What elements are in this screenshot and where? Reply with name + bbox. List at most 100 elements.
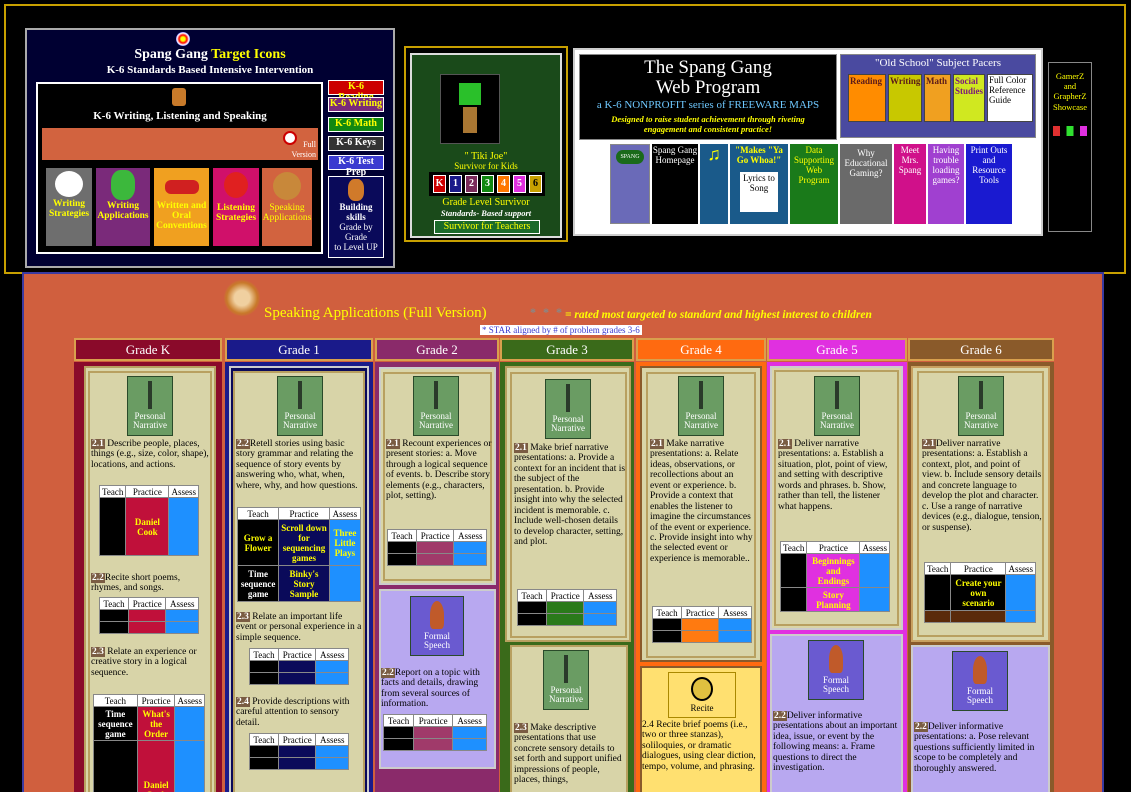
practice-cell[interactable]	[278, 660, 317, 673]
printouts-tile[interactable]: Print Outs and Resource Tools	[966, 144, 1012, 224]
grade-4-button[interactable]: 4	[497, 175, 510, 193]
reading-pacer[interactable]: Reading	[848, 74, 886, 122]
full-version-bar[interactable]	[42, 128, 318, 160]
teach-cell[interactable]	[651, 630, 683, 643]
homepage-tile[interactable]: Spang Gang Homepage	[652, 144, 698, 224]
teach-cell[interactable]	[923, 610, 952, 623]
personal-narrative-icon[interactable]: Personal Narrative	[277, 376, 323, 436]
teach-cell[interactable]	[779, 553, 808, 588]
practice-cell[interactable]	[128, 609, 167, 622]
grade-3-header[interactable]: Grade 3	[500, 338, 634, 361]
k6-test-prep-button[interactable]: K-6 Test Prep	[328, 155, 384, 178]
practice-cell[interactable]	[546, 601, 585, 614]
practice-cell[interactable]	[416, 553, 455, 566]
assess-cell[interactable]	[452, 726, 487, 739]
sequencing-games[interactable]: Scroll down for sequencing games	[278, 519, 330, 566]
create-scenario-game[interactable]: Create your own scenario	[950, 574, 1007, 611]
personal-narrative-icon[interactable]: Personal Narrative	[545, 379, 591, 439]
assess-cell[interactable]	[452, 738, 487, 751]
teach-cell[interactable]	[386, 553, 418, 566]
time-sequence-game[interactable]: Time sequence game	[236, 565, 280, 602]
practice-cell[interactable]	[128, 621, 167, 634]
assess-cell[interactable]	[315, 672, 349, 685]
assess-cell[interactable]	[315, 745, 349, 758]
teach-cell[interactable]	[651, 618, 683, 631]
grade-4-header[interactable]: Grade 4	[636, 338, 766, 361]
writing-applications-icon[interactable]: Writing Applications	[96, 168, 150, 246]
writing-strategies-icon[interactable]: Writing Strategies	[46, 168, 92, 246]
grade-3-button[interactable]: 3	[481, 175, 494, 193]
assess-cell[interactable]	[174, 706, 205, 741]
social-studies-pacer[interactable]: Social Studies	[953, 74, 985, 122]
teach-cell[interactable]	[516, 613, 548, 626]
practice-cell[interactable]	[681, 630, 720, 643]
grade-5-header[interactable]: Grade 5	[767, 338, 907, 361]
teach-cell[interactable]	[98, 621, 130, 634]
assess-cell[interactable]	[165, 621, 199, 634]
teach-cell[interactable]	[98, 497, 127, 556]
assess-cell[interactable]	[315, 757, 349, 770]
teach-cell[interactable]	[248, 757, 280, 770]
gamerz-box[interactable]: GamerZ and GrapherZ Showcase	[1048, 62, 1092, 232]
practice-cell[interactable]	[413, 738, 454, 751]
personal-narrative-icon[interactable]: Personal Narrative	[958, 376, 1004, 436]
song-tile[interactable]: "Makes "Ya Go Whoa!" Lyrics to Song	[730, 144, 788, 224]
personal-narrative-icon[interactable]: Personal Narrative	[543, 650, 589, 710]
binkys-story-game[interactable]: Binky's Story Sample	[278, 565, 330, 602]
grade-2-header[interactable]: Grade 2	[375, 338, 499, 361]
writing-pacer[interactable]: Writing	[888, 74, 922, 122]
full-version-link[interactable]: Full Version	[291, 140, 316, 159]
assess-cell[interactable]	[328, 565, 362, 602]
daniel-cook-game[interactable]: Daniel Cook	[136, 740, 176, 792]
k6-reading-button[interactable]: K-6 Reading	[328, 80, 384, 103]
grade-6-header[interactable]: Grade 6	[908, 338, 1054, 361]
grade-1-header[interactable]: Grade 1	[225, 338, 373, 361]
arrow-down-icon[interactable]	[283, 131, 297, 145]
personal-narrative-icon[interactable]: Personal Narrative	[814, 376, 860, 436]
teach-cell[interactable]	[382, 726, 415, 739]
practice-cell[interactable]	[950, 610, 1007, 623]
personal-narrative-icon[interactable]: Personal Narrative	[678, 376, 724, 436]
math-pacer[interactable]: Math	[924, 74, 951, 122]
grade-k-header[interactable]: Grade K	[74, 338, 222, 361]
practice-cell[interactable]	[546, 613, 585, 626]
teach-cell[interactable]	[382, 738, 415, 751]
trouble-tile[interactable]: Having trouble loading games?	[928, 144, 964, 224]
lyrics-button[interactable]: Lyrics to Song	[740, 172, 778, 212]
assess-cell[interactable]	[859, 587, 890, 612]
three-little-plays-game[interactable]: Three Little Plays	[328, 519, 362, 566]
teach-cell[interactable]	[248, 745, 280, 758]
daniel-cook-game[interactable]: Daniel Cook	[125, 497, 170, 556]
assess-cell[interactable]	[583, 613, 617, 626]
k6-writing-button[interactable]: K-6 Writing	[328, 97, 384, 112]
teach-cell[interactable]	[386, 541, 418, 554]
teach-cell[interactable]	[98, 609, 130, 622]
grow-flower-game[interactable]: Grow a Flower	[236, 519, 280, 566]
survivor-teachers-button[interactable]: Survivor for Teachers	[434, 220, 540, 234]
assess-cell[interactable]	[315, 660, 349, 673]
reference-guide[interactable]: Full Color Reference Guide	[987, 74, 1033, 122]
practice-cell[interactable]	[681, 618, 720, 631]
teach-cell[interactable]	[248, 660, 280, 673]
formal-speech-icon[interactable]: Formal Speech	[410, 596, 464, 656]
music-tile[interactable]: ♫	[700, 144, 728, 224]
assess-cell[interactable]	[718, 630, 752, 643]
personal-narrative-icon[interactable]: Personal Narrative	[413, 376, 459, 436]
practice-cell[interactable]	[278, 672, 317, 685]
recite-icon[interactable]: Recite	[668, 672, 736, 718]
tiki-joe-icon[interactable]	[440, 74, 500, 144]
teach-cell[interactable]	[93, 740, 138, 792]
assess-cell[interactable]	[165, 609, 199, 622]
assess-cell[interactable]	[718, 618, 752, 631]
grade-6-button[interactable]: 6	[529, 175, 542, 193]
teach-cell[interactable]	[923, 574, 952, 611]
formal-speech-icon[interactable]: Formal Speech	[952, 651, 1008, 711]
assess-cell[interactable]	[453, 541, 487, 554]
k6-math-button[interactable]: K-6 Math	[328, 117, 384, 132]
logo-tile[interactable]: SPANG	[610, 144, 650, 224]
teach-cell[interactable]	[248, 672, 280, 685]
beginnings-endings-game[interactable]: Beginnings and Endings	[806, 553, 861, 588]
grade-2-button[interactable]: 2	[465, 175, 478, 193]
assess-cell[interactable]	[453, 553, 487, 566]
meet-spang-tile[interactable]: Meet Mrs. Spang	[894, 144, 926, 224]
